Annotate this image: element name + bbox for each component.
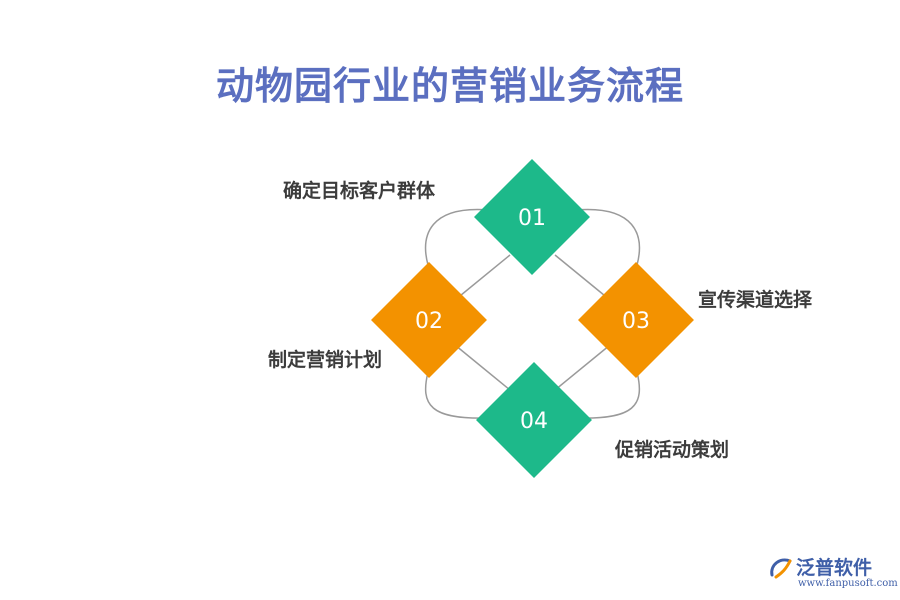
step-02-diamond xyxy=(371,262,487,378)
arc-02-04 xyxy=(424,371,491,419)
step-01-label: 确定目标客户群体 xyxy=(283,180,436,202)
arc-01-02 xyxy=(424,208,491,266)
step-02-number: 02 xyxy=(415,309,443,334)
step-04-number: 04 xyxy=(520,409,548,434)
brand-mark-icon xyxy=(770,558,792,579)
arc-01-03 xyxy=(574,208,641,266)
connector-03-04 xyxy=(554,344,611,391)
step-04-label: 促销活动策划 xyxy=(615,439,730,461)
step-03-node: 03 xyxy=(578,262,694,378)
arc-03-04 xyxy=(574,371,641,419)
step-03-diamond xyxy=(578,262,694,378)
step-01-number: 01 xyxy=(518,206,546,231)
step-04-diamond xyxy=(476,362,592,478)
connector-01-03 xyxy=(554,254,611,301)
connector-01-02 xyxy=(454,254,511,301)
step-03-label: 宣传渠道选择 xyxy=(698,289,813,311)
step-02-node: 02 xyxy=(371,262,487,378)
step-03-number: 03 xyxy=(622,309,650,334)
brand-logo: 泛普软件 www.fanpusoft.com xyxy=(768,553,898,593)
brand-url: www.fanpusoft.com xyxy=(798,578,898,589)
step-02-label: 制定营销计划 xyxy=(268,349,383,371)
page-title: 动物园行业的营销业务流程 xyxy=(215,64,684,108)
brand-name: 泛普软件 xyxy=(796,557,873,579)
step-04-node: 04 xyxy=(476,362,592,478)
connector-02-04 xyxy=(454,344,511,391)
step-01-node: 01 xyxy=(474,159,590,275)
